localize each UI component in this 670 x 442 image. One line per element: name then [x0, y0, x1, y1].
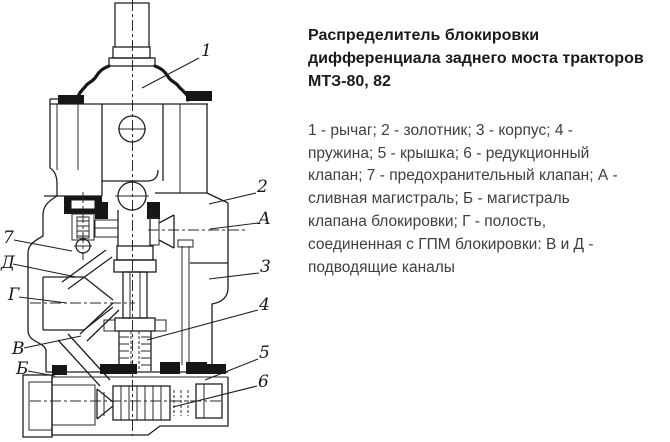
leader-line-a — [209, 222, 259, 230]
leader-line-b — [27, 370, 56, 377]
drain-seat-funnel — [149, 214, 175, 249]
leader-line-5 — [204, 358, 259, 381]
leader-line-g — [18, 296, 68, 304]
leader-line-6 — [172, 385, 258, 408]
junction-passage — [94, 219, 119, 238]
leader-line-1 — [141, 57, 200, 89]
reduction-valve — [30, 383, 224, 421]
callout-2: 2 — [256, 177, 268, 197]
supply-channel-upper — [61, 249, 113, 290]
callout-7: 7 — [3, 228, 14, 248]
callout-g: Г — [7, 285, 20, 305]
callout-3: 3 — [260, 257, 271, 277]
callout-b: Б — [15, 359, 29, 379]
leader-line-d — [12, 263, 77, 278]
callout-d: Д — [0, 253, 16, 273]
relief-valve — [64, 192, 102, 260]
callout-4: 4 — [258, 295, 270, 315]
spool — [95, 181, 167, 332]
lever-shaft — [108, 2, 156, 67]
figure-legend: 1 - рычаг; 2 - золотник; 3 - корпус; 4 -… — [308, 121, 618, 277]
description-panel: Распределитель блокировки дифференциала … — [308, 24, 660, 280]
lock-line-channel — [57, 333, 111, 387]
upper-housing — [49, 91, 229, 204]
callout-v: В — [11, 339, 25, 359]
callout-6: 6 — [258, 372, 269, 392]
supply-channel-lower — [79, 302, 120, 342]
figure-title: Распределитель блокировки дифференциала … — [308, 27, 644, 91]
housing-right-block — [148, 203, 245, 365]
callout-1: 1 — [201, 41, 212, 61]
diagram-svg: 1 2 А 3 4 5 6 7 Д Г — [0, 0, 271, 438]
callouts: 1 2 А 3 4 5 6 7 Д Г — [0, 41, 271, 408]
bottom-joint — [46, 362, 228, 378]
leader-line-2 — [208, 192, 257, 205]
rubber-boot — [76, 64, 190, 102]
leader-line-4 — [146, 309, 259, 341]
lock-cavity-pocket — [30, 276, 135, 331]
bottom-cover — [22, 374, 229, 438]
callout-a: А — [257, 209, 271, 229]
leader-line-v — [23, 335, 82, 349]
leader-line-3 — [208, 272, 260, 280]
valve-cross-section-diagram: 1 2 А 3 4 5 6 7 Д Г — [0, 0, 300, 442]
callout-5: 5 — [259, 343, 270, 363]
leader-line-7 — [13, 239, 73, 252]
